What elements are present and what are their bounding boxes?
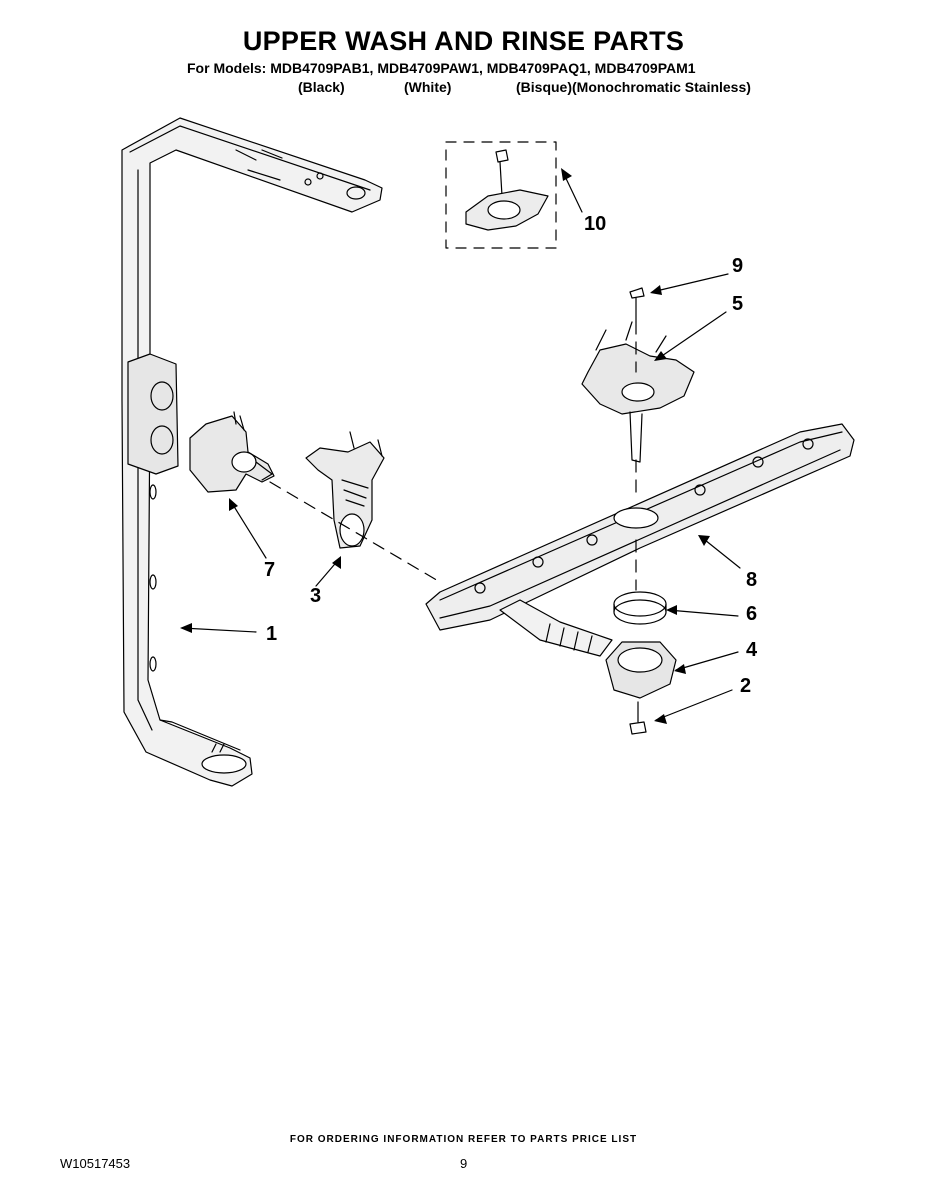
callout-6: 6 <box>746 603 757 625</box>
part-10-bearing <box>445 141 557 249</box>
color-black: (Black) <box>298 79 345 95</box>
part-6-seal <box>613 591 667 625</box>
color-bisque-stainless: (Bisque)(Monochromatic Stainless) <box>516 79 751 95</box>
part-9-screw <box>629 287 645 323</box>
models-line: For Models: MDB4709PAB1, MDB4709PAW1, MD… <box>187 60 696 76</box>
callout-8: 8 <box>746 569 757 591</box>
callout-1: 1 <box>266 623 277 645</box>
callout-2: 2 <box>740 675 751 697</box>
part-8-feed-tube <box>499 599 613 657</box>
part-4-bearing-base <box>605 641 677 699</box>
document-number: W10517453 <box>60 1156 131 1171</box>
part-7-connector <box>189 411 275 493</box>
ordering-note: FOR ORDERING INFORMATION REFER TO PARTS … <box>289 1134 638 1145</box>
callout-9: 9 <box>732 255 743 277</box>
part-5-hub <box>581 321 695 463</box>
page-number: 9 <box>460 1156 468 1171</box>
callout-7: 7 <box>264 559 275 581</box>
part-2-screw <box>629 701 647 735</box>
color-white: (White) <box>404 79 452 95</box>
part-3-mount <box>305 431 385 549</box>
callout-4: 4 <box>746 639 758 661</box>
part-1-supply-tube <box>121 117 383 787</box>
callout-5: 5 <box>732 293 743 315</box>
callout-10: 10 <box>584 213 606 235</box>
part-8-spray-arm <box>425 423 855 631</box>
page-title: UPPER WASH AND RINSE PARTS <box>242 26 685 56</box>
callout-3: 3 <box>310 585 321 607</box>
